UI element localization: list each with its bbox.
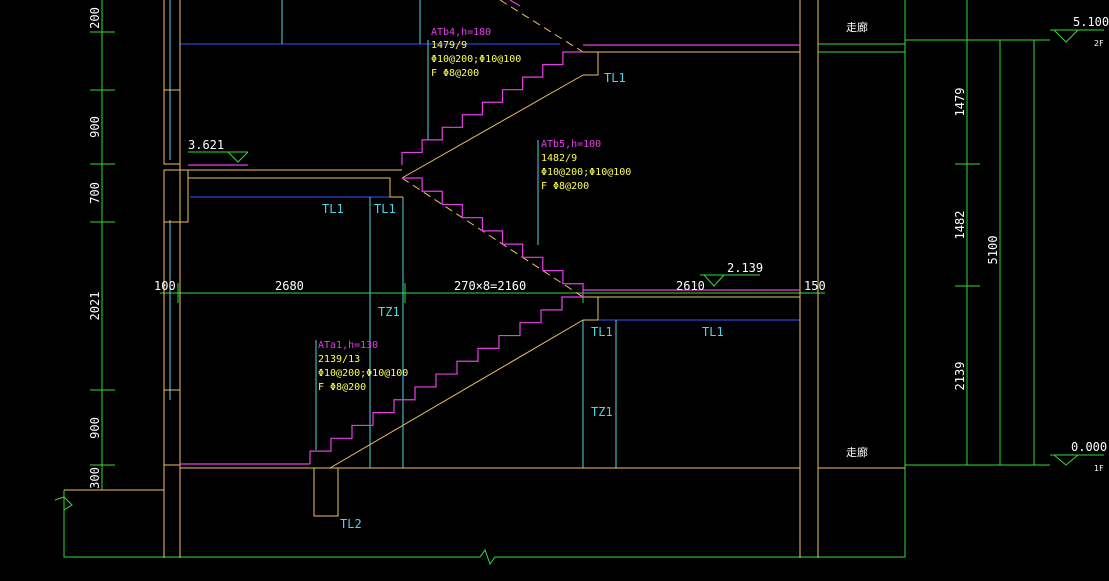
- stair-rebar-dist: F Φ8@200: [541, 181, 589, 192]
- stair-note-upper: ATb4,h=180 1479/9 Φ10@200;Φ10@100 F Φ8@2…: [431, 27, 521, 79]
- stair-tag: ATb4,h=180: [431, 27, 491, 38]
- stair-steps: 2139/13: [318, 354, 360, 365]
- right-dim-label: 2139: [953, 362, 967, 391]
- stair-tag: ATb5,h=100: [541, 139, 601, 150]
- structure-lines: [64, 0, 905, 558]
- h-dim-label: 150: [804, 279, 826, 293]
- stair-note-middle: ATb5,h=100 1482/9 Φ10@200;Φ10@100 F Φ8@2…: [541, 139, 631, 192]
- left-dimension-labels: 200 900 700 2021 900 300: [88, 7, 102, 489]
- beam-mark: TL1: [702, 325, 724, 339]
- beam-lines: [180, 43, 800, 321]
- beam-mark: TL1: [322, 202, 344, 216]
- beam-mark: TL2: [340, 517, 362, 531]
- right-dim-label: 1479: [953, 88, 967, 117]
- stair-rebar-dist: F Φ8@200: [318, 382, 366, 393]
- h-dim-label: 100: [154, 279, 176, 293]
- landing-elevation: 2.139: [727, 261, 763, 275]
- middle-flight-treads: [402, 177, 584, 297]
- landing-elevation: 3.621: [188, 138, 224, 152]
- stair-note-lower: ATa1,h=130 2139/13 Φ10@200;Φ10@100 F Φ8@…: [318, 340, 408, 393]
- elevation-markers: [188, 151, 760, 287]
- total-height-label: 5100: [986, 236, 1000, 265]
- level-marks: 5.100 2F 0.000 1F: [1071, 15, 1109, 473]
- level-floor: 1F: [1094, 464, 1104, 473]
- room-label-corridor: 走廊: [846, 20, 868, 34]
- stair-tag: ATa1,h=130: [318, 340, 378, 351]
- stair-rebar-main: Φ10@200;Φ10@100: [431, 54, 521, 65]
- beam-mark: TL1: [374, 202, 396, 216]
- left-dim-label: 900: [88, 116, 102, 138]
- stair-rebar-dist: F Φ8@200: [431, 68, 479, 79]
- left-dim-label: 900: [88, 417, 102, 439]
- h-dim-label: 2680: [275, 279, 304, 293]
- stair-steps: 1479/9: [431, 40, 467, 51]
- level-value: 5.100: [1073, 15, 1109, 29]
- horizontal-dimension-labels: 100 2680 270×8=2160 2610 150: [154, 279, 826, 293]
- left-dim-label: 2021: [88, 292, 102, 321]
- right-dim-label: 1482: [953, 211, 967, 240]
- left-dim-label: 200: [88, 7, 102, 29]
- stair-steps: 1482/9: [541, 153, 577, 164]
- left-dim-label: 300: [88, 467, 102, 489]
- room-label-corridor: 走廊: [846, 445, 868, 459]
- stair-treads: [180, 0, 800, 465]
- lower-flight-treads: [309, 296, 583, 464]
- column-mark: TZ1: [591, 405, 613, 419]
- stair-rebar-main: Φ10@200;Φ10@100: [541, 167, 631, 178]
- level-value: 0.000: [1071, 440, 1107, 454]
- beam-mark: TL1: [591, 325, 613, 339]
- column-lines: [169, 0, 617, 468]
- dimension-lines: [54, 0, 1104, 566]
- upper-flight-treads: [401, 51, 583, 165]
- right-dimension-labels: 1479 1482 2139 5100: [953, 88, 1000, 391]
- h-dim-label: 270×8=2160: [454, 279, 526, 293]
- beam-mark: TL1: [604, 71, 626, 85]
- column-mark: TZ1: [378, 305, 400, 319]
- stair-rebar-main: Φ10@200;Φ10@100: [318, 368, 408, 379]
- level-floor: 2F: [1094, 39, 1104, 48]
- left-dim-label: 700: [88, 182, 102, 204]
- h-dim-label: 2610: [676, 279, 705, 293]
